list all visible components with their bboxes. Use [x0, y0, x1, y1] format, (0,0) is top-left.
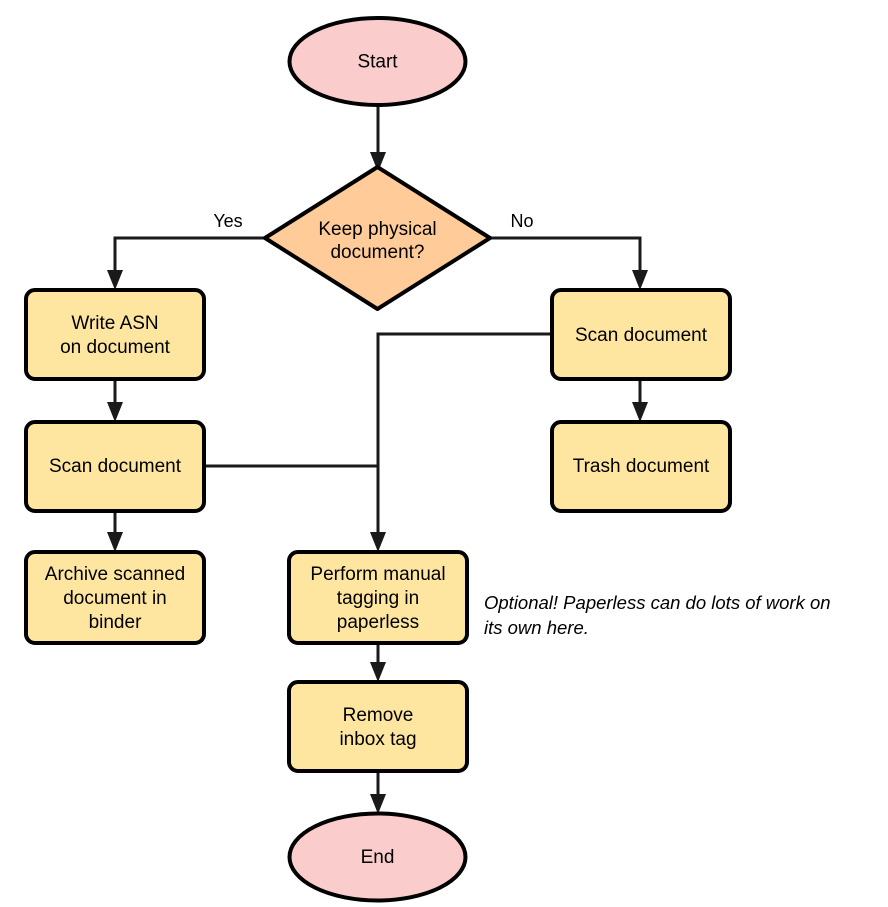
annotation-line2: its own here.	[484, 617, 589, 638]
connector-start-to-decision	[370, 106, 386, 172]
node-remove-inbox-tag[interactable]: Remove inbox tag	[287, 680, 469, 773]
edge-label-yes: Yes	[213, 211, 242, 231]
node-archive-label-line1: Archive scanned	[45, 564, 185, 585]
connector-decision-to-scan-right	[490, 236, 648, 290]
node-scan-document-right[interactable]: Scan document	[550, 288, 732, 381]
node-tagging-label-line3: paperless	[337, 612, 419, 633]
connector-scan-right-to-tagging	[370, 332, 552, 552]
node-archive-label-line2: document in	[63, 588, 167, 609]
node-start-label: Start	[357, 52, 398, 73]
node-remove-inbox-label-line2: inbox tag	[339, 729, 416, 750]
node-end-label: End	[361, 847, 395, 868]
node-decision-keep-physical-document[interactable]: Keep physical document?	[263, 165, 492, 311]
node-perform-manual-tagging[interactable]: Perform manual tagging in paperless	[287, 550, 469, 645]
node-archive-label-line3: binder	[89, 612, 142, 633]
annotation-line1: Optional! Paperless can do lots of work …	[484, 592, 831, 613]
node-end[interactable]: End	[287, 811, 468, 903]
connector-scan-left-to-archive	[107, 511, 123, 552]
node-write-asn[interactable]: Write ASN on document	[24, 288, 206, 381]
node-remove-inbox-label-line1: Remove	[343, 705, 414, 726]
edge-label-no: No	[510, 211, 533, 231]
node-decision-label-line2: document?	[330, 242, 424, 263]
connector-scan-right-to-trash	[632, 379, 648, 422]
node-scan-document-left[interactable]: Scan document	[24, 420, 206, 513]
connector-decision-to-write-asn	[107, 236, 265, 290]
node-decision-label-line1: Keep physical	[318, 219, 436, 240]
node-write-asn-label-line2: on document	[60, 337, 171, 358]
connector-remove-inbox-to-end	[370, 771, 386, 814]
node-start[interactable]: Start	[287, 16, 468, 107]
node-scan-document-left-label: Scan document	[49, 456, 182, 477]
annotation-note: Optional! Paperless can do lots of work …	[484, 592, 831, 638]
node-scan-document-right-label: Scan document	[575, 325, 708, 346]
node-archive-scanned-document[interactable]: Archive scanned document in binder	[24, 550, 206, 645]
node-trash-document-label: Trash document	[573, 456, 710, 477]
node-trash-document[interactable]: Trash document	[550, 420, 732, 513]
node-write-asn-label-line1: Write ASN	[71, 313, 158, 334]
connector-tagging-to-remove-inbox	[370, 643, 386, 682]
node-tagging-label-line1: Perform manual	[310, 564, 445, 585]
node-tagging-label-line2: tagging in	[337, 588, 419, 609]
connector-write-asn-to-scan-left	[107, 379, 123, 422]
